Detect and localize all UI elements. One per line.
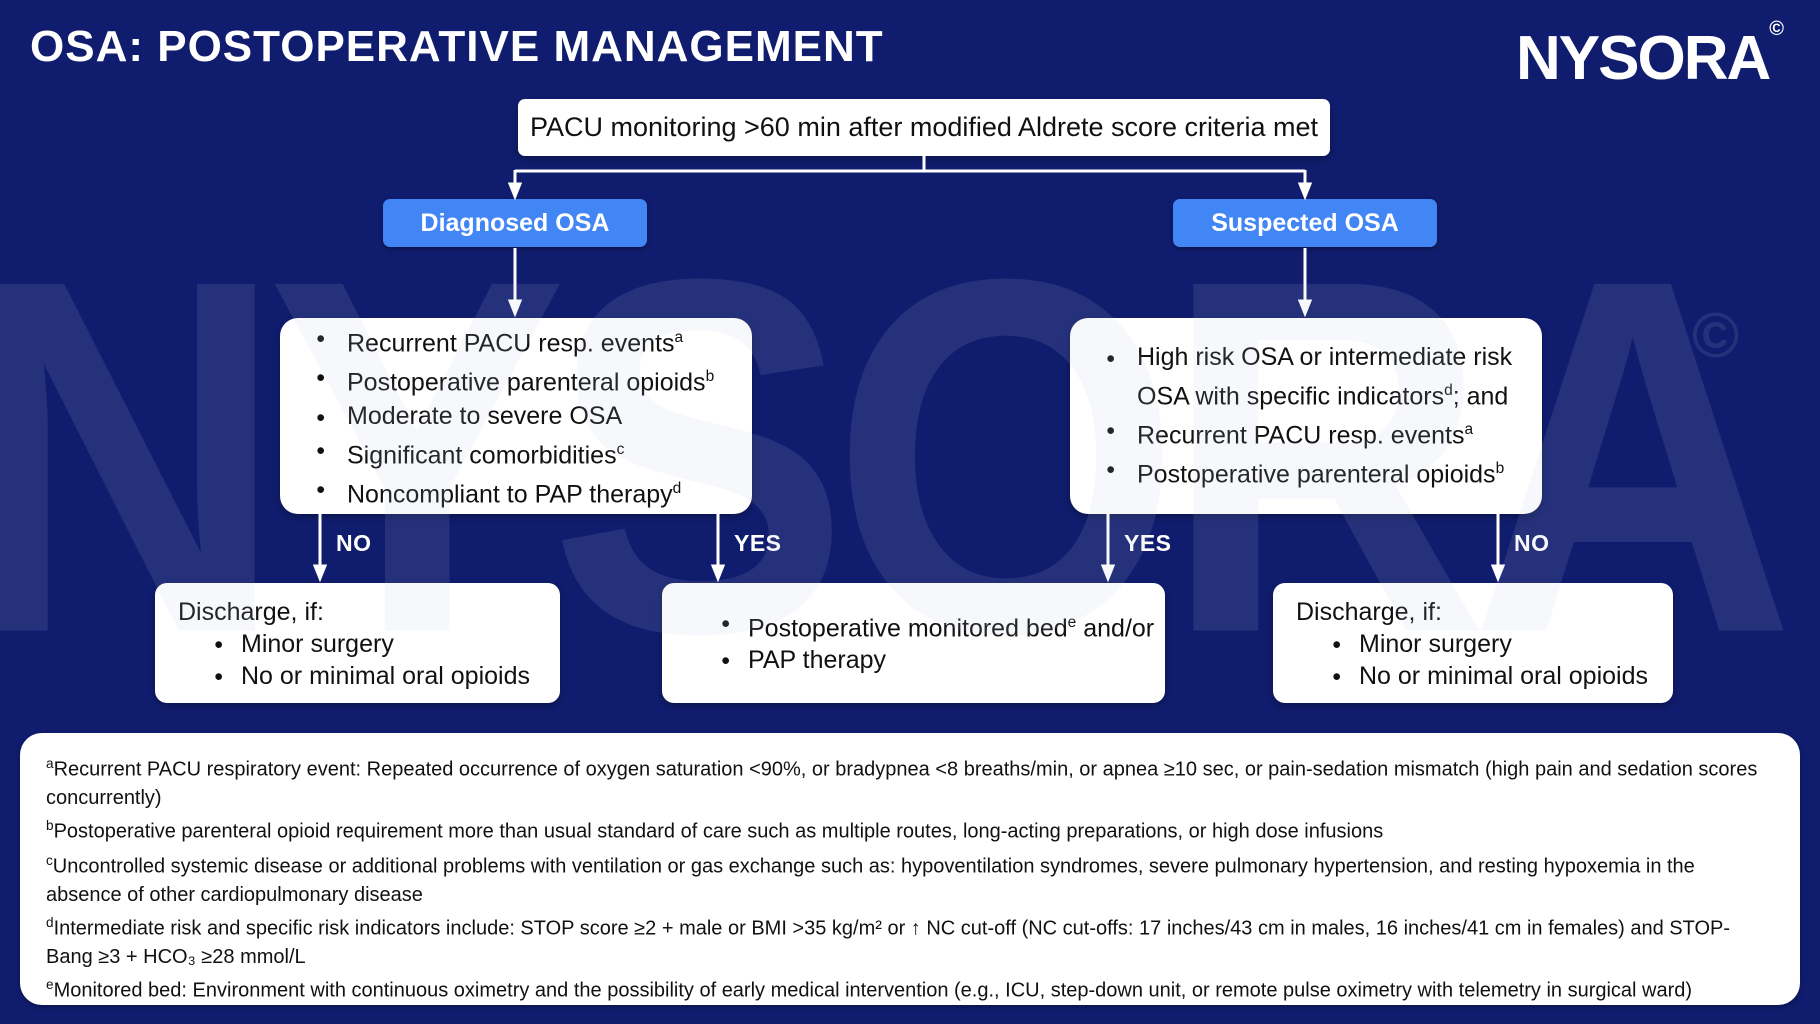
footnote-e: eMonitored bed: Environment with continu… [46,977,1693,1003]
discharge-list-right: Minor surgeryNo or minimal oral opioids [1296,628,1673,693]
pacu-monitoring-node: PACU monitoring >60 min after modified A… [518,99,1330,156]
discharge-title: Discharge, if: [1296,598,1442,626]
edge-label-yes-left: YES [734,530,782,556]
criteria-item: Significant comorbiditiesc [280,433,752,472]
diagnosed-osa-node: Diagnosed OSA [383,199,647,247]
watermark-copyright: © [1692,299,1740,371]
diagnosed-criteria-box: Recurrent PACU resp. eventsaPostoperativ… [280,318,752,514]
outcome-item: No or minimal oral opioids [178,660,560,693]
footnote-d: dIntermediate risk and specific risk ind… [46,915,1731,969]
criteria-item: High risk OSA or intermediate risk OSA w… [1070,341,1542,413]
outcome-item: No or minimal oral opioids [1296,660,1673,693]
criteria-item: Noncompliant to PAP therapyd [280,472,752,511]
page-title: OSA: POSTOPERATIVE MANAGEMENT [30,22,884,71]
edge-label-no-left: NO [336,530,372,556]
footnote-c: cUncontrolled systemic disease or additi… [46,852,1695,906]
discharge-title: Discharge, if: [178,598,324,626]
suspected-criteria-box: High risk OSA or intermediate risk OSA w… [1070,318,1542,514]
suspected-criteria-list: High risk OSA or intermediate risk OSA w… [1070,341,1542,492]
copyright-mark: © [1769,18,1784,40]
discharge-box-right: Discharge, if: Minor surgeryNo or minima… [1273,583,1673,703]
discharge-box-left: Discharge, if: Minor surgeryNo or minima… [155,583,560,703]
diagnosed-criteria-list: Recurrent PACU resp. eventsaPostoperativ… [280,321,752,511]
footnote-a: aRecurrent PACU respiratory event: Repea… [46,756,1758,810]
monitored-bed-box: Postoperative monitored bede and/orPAP t… [662,583,1165,703]
criteria-item: Moderate to severe OSA [280,400,752,434]
criteria-item: Postoperative parenteral opioidsb [1070,452,1542,491]
footnotes-box: aRecurrent PACU respiratory event: Repea… [20,733,1800,1005]
outcome-item: Minor surgery [1296,628,1673,661]
footnote-b: bPostoperative parenteral opioid require… [46,818,1384,844]
nysora-logo: NYSORA© [1516,18,1784,94]
suspected-osa-node: Suspected OSA [1173,199,1437,247]
outcome-item: Postoperative monitored bede and/or [685,607,1165,644]
criteria-item: Postoperative parenteral opioidsb [280,360,752,399]
outcome-item: PAP therapy [685,644,1165,677]
edge-label-yes-right: YES [1124,530,1172,556]
criteria-item: Recurrent PACU resp. eventsa [1070,413,1542,452]
nysora-logo-text: NYSORA [1515,24,1771,93]
discharge-list-left: Minor surgeryNo or minimal oral opioids [178,628,560,693]
monitored-bed-list: Postoperative monitored bede and/orPAP t… [685,607,1165,677]
criteria-item: Recurrent PACU resp. eventsa [280,321,752,360]
edge-label-no-right: NO [1514,530,1550,556]
outcome-item: Minor surgery [178,628,560,661]
